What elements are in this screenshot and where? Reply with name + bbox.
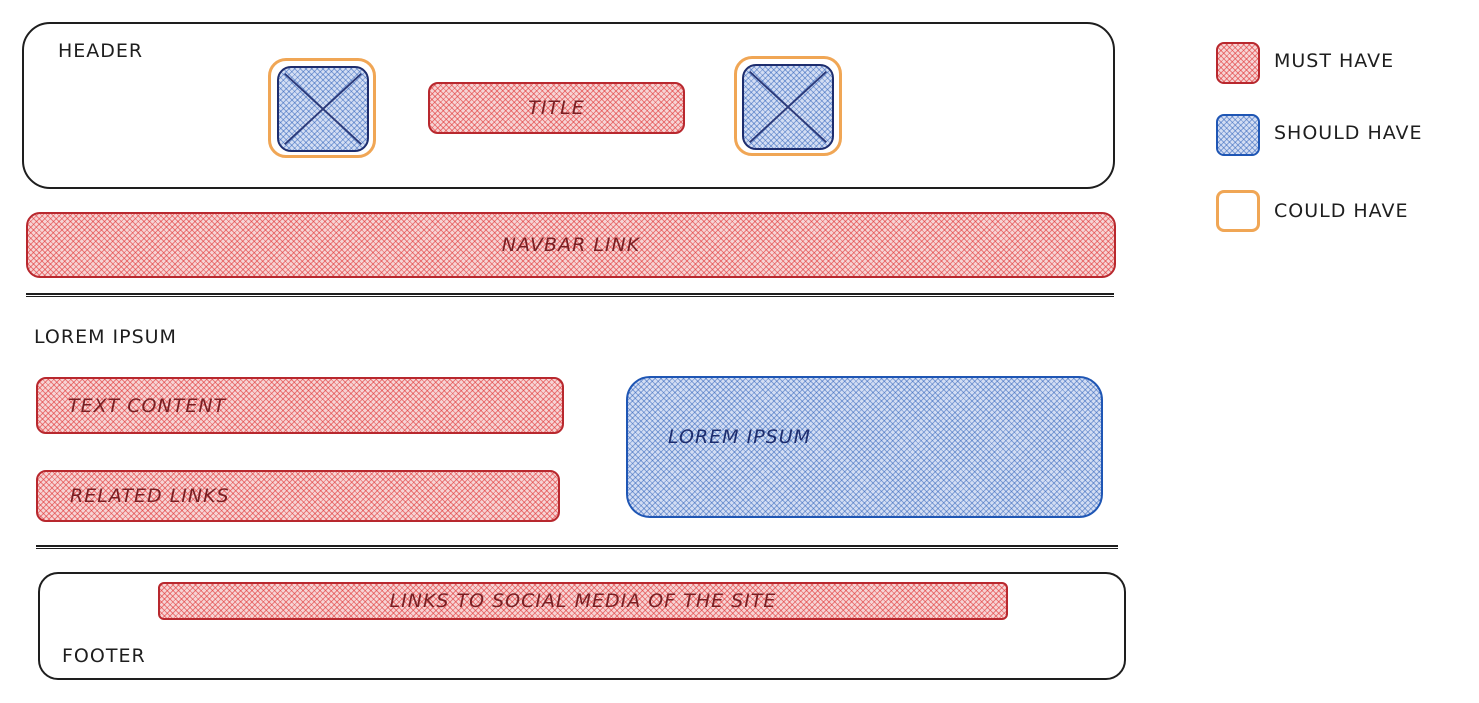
footer-label: FOOTER: [62, 645, 146, 667]
header-label: HEADER: [58, 40, 144, 62]
related-links-box: RELATED LINKS: [36, 470, 560, 522]
legend-could-have-swatch: [1216, 190, 1260, 232]
related-links-label: RELATED LINKS: [70, 485, 230, 507]
header-right-image-placeholder-icon: [742, 64, 834, 150]
navbar-link-box: NAVBAR LINK: [26, 212, 1116, 278]
header-right-image-frame: [734, 56, 842, 156]
main-heading: LOREM IPSUM: [34, 326, 177, 348]
header-left-image-frame: [268, 58, 376, 158]
text-content-box: TEXT CONTENT: [36, 377, 564, 434]
footer-social-links-box: LINKS TO SOCIAL MEDIA OF THE SITE: [158, 582, 1008, 620]
header-title-box: TITLE: [428, 82, 685, 134]
text-content-label: TEXT CONTENT: [68, 394, 227, 417]
legend-must-have-swatch: [1216, 42, 1260, 84]
divider-bottom: [36, 545, 1118, 549]
footer-social-links-label: LINKS TO SOCIAL MEDIA OF THE SITE: [389, 590, 777, 612]
aside-label: LOREM IPSUM: [668, 426, 812, 448]
legend: MUST HAVE SHOULD HAVE COULD HAVE: [1214, 38, 1474, 238]
legend-should-have-label: SHOULD HAVE: [1274, 122, 1423, 144]
legend-should-have-swatch: [1216, 114, 1260, 156]
header-title: TITLE: [528, 97, 585, 119]
legend-must-have-label: MUST HAVE: [1274, 50, 1395, 72]
navbar-link-label: NAVBAR LINK: [501, 234, 641, 256]
header-box: [22, 22, 1115, 189]
divider-top: [26, 293, 1114, 297]
header-left-image-placeholder-icon: [277, 66, 369, 152]
footer-box: [38, 572, 1126, 680]
aside-box: LOREM IPSUM: [626, 376, 1103, 518]
legend-could-have-label: COULD HAVE: [1274, 200, 1409, 222]
